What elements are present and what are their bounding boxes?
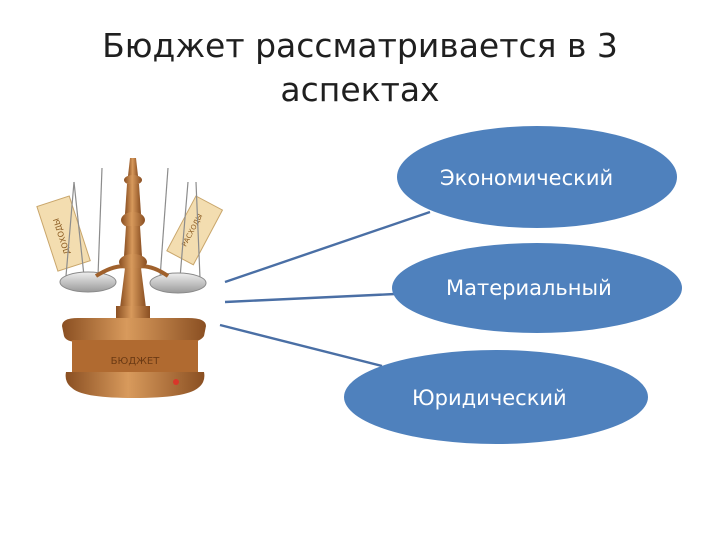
connectors (219, 210, 431, 368)
aspect-ellipse-2 (392, 243, 682, 333)
scales-column (116, 158, 150, 320)
left-pan (59, 271, 117, 293)
connector-3 (219, 323, 383, 368)
slide-title: Бюджет рассматривается в 3 аспектах (90, 24, 630, 112)
aspect-label-3: Юридический (412, 386, 567, 410)
title-line-1: Бюджет рассматривается в 3 (102, 26, 618, 65)
aspect-ellipse-1 (397, 126, 677, 228)
title-line-2: аспектах (280, 70, 440, 109)
base-label: БЮДЖЕТ (111, 356, 161, 367)
left-card: ДОХОДЫ (36, 195, 91, 272)
chains (65, 167, 201, 279)
aspect-ellipse-3 (344, 350, 648, 444)
scales-of-justice-icon: ДОХОДЫ РАСХОДЫ (36, 158, 224, 398)
scales-base: БЮДЖЕТ (62, 318, 206, 398)
right-pan (149, 272, 207, 294)
aspect-label-2: Материальный (446, 276, 612, 300)
connector-1 (224, 210, 431, 284)
right-card: РАСХОДЫ (166, 195, 224, 266)
aspect-label-1: Экономический (440, 166, 614, 190)
connector-2 (224, 292, 396, 304)
